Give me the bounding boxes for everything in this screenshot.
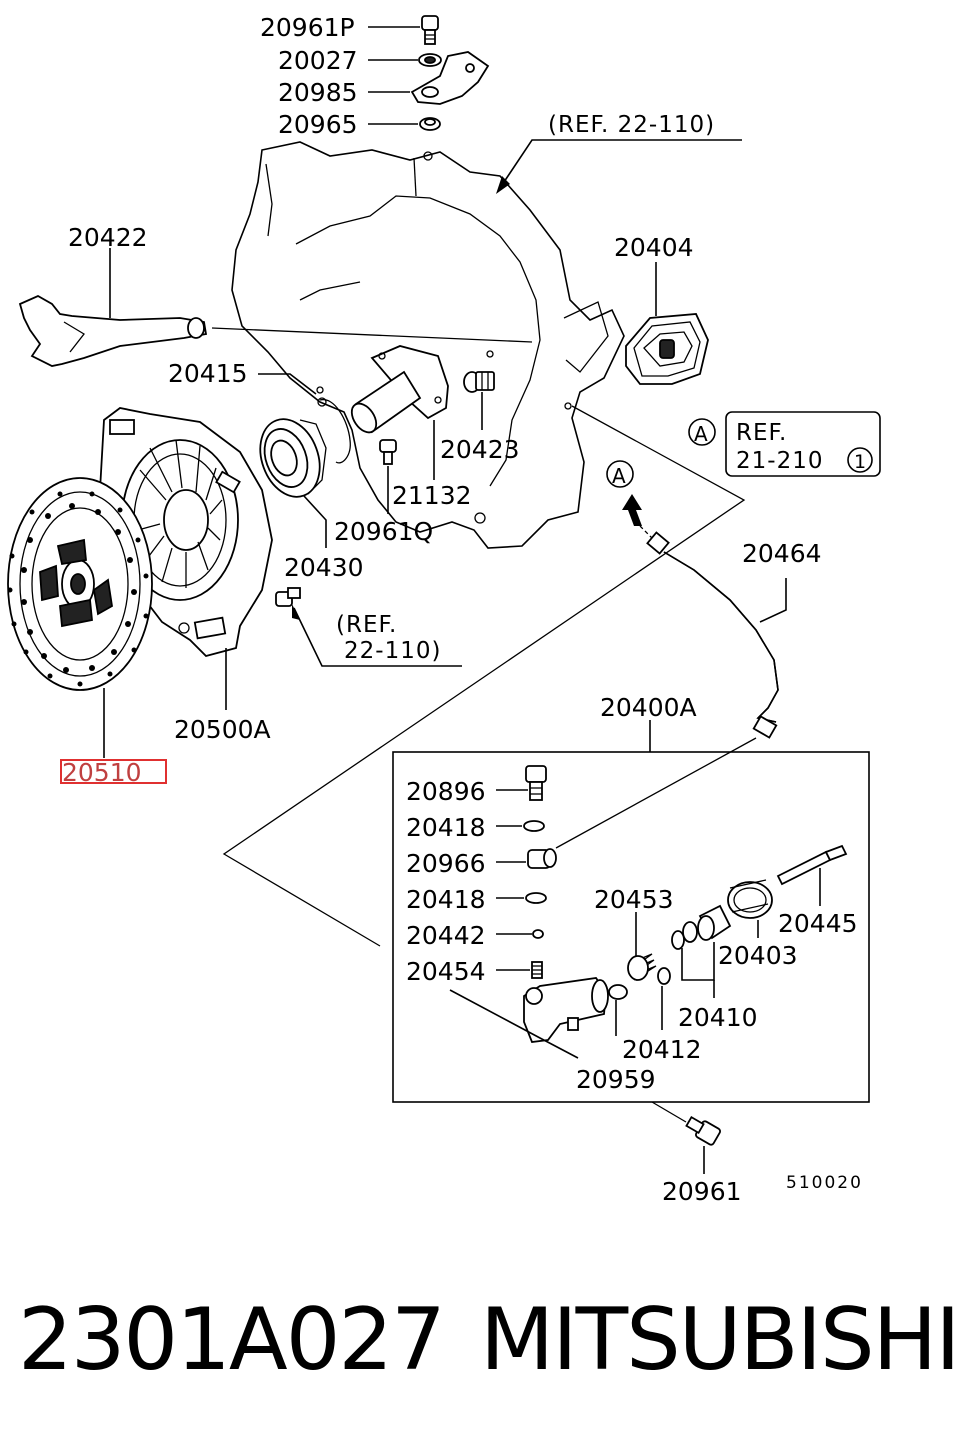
label-21132: 21132	[392, 481, 472, 510]
bolt-20961[interactable]	[685, 1115, 721, 1146]
label-20959: 20959	[576, 1065, 656, 1094]
ref-boxed: A REF. 21-210 1	[688, 411, 881, 477]
pushrod-20445[interactable]	[776, 844, 848, 886]
transmission-housing[interactable]	[231, 141, 625, 549]
label-20442: 20442	[406, 921, 486, 950]
label-20445: 20445	[778, 909, 858, 938]
pivot-pin[interactable]	[275, 587, 301, 607]
label-20410: 20410	[678, 1003, 758, 1032]
label-20961P: 20961P	[260, 13, 355, 42]
piston-20403[interactable]	[671, 904, 732, 950]
label-20418a: 20418	[406, 813, 486, 842]
clip-20415[interactable]	[317, 397, 351, 464]
washer-20418b[interactable]	[525, 892, 547, 904]
ref-mid-line1: (REF.	[336, 612, 397, 638]
exploded-parts-diagram: 20961P 20027 20985 20965 (REF. 22-110)	[7, 13, 881, 1206]
clutch-pipe-20464[interactable]	[646, 531, 779, 739]
label-20965: 20965	[278, 110, 358, 139]
label-20510[interactable]: 20510	[62, 758, 142, 787]
label-20027: 20027	[278, 46, 358, 75]
fitting-small[interactable]	[608, 984, 628, 1000]
ref-top: (REF. 22-110)	[548, 112, 715, 138]
ref-boxed-line2: 21-210	[736, 448, 823, 474]
label-20404: 20404	[614, 233, 694, 262]
union-20966[interactable]	[527, 848, 557, 869]
label-20423: 20423	[440, 435, 520, 464]
label-20418b: 20418	[406, 885, 486, 914]
label-20985: 20985	[278, 78, 358, 107]
release-fork-20422[interactable]	[18, 294, 208, 367]
label-20454: 20454	[406, 957, 486, 986]
svg-text:A: A	[612, 464, 626, 488]
seal-20965[interactable]	[419, 117, 441, 131]
bolt-20423[interactable]	[463, 350, 495, 393]
boot-20404[interactable]	[625, 313, 709, 385]
bolt-20896[interactable]	[525, 765, 547, 801]
ref-boxed-line1: REF.	[736, 420, 787, 446]
label-20430: 20430	[284, 553, 364, 582]
marker-a2: A	[606, 460, 655, 541]
label-20961: 20961	[662, 1177, 742, 1206]
washer-20027[interactable]	[418, 53, 442, 67]
bracket-20985[interactable]	[410, 51, 490, 105]
label-20415: 20415	[168, 359, 248, 388]
label-20403: 20403	[718, 941, 798, 970]
boot-20403[interactable]	[727, 879, 773, 919]
release-bearing-20430[interactable]	[250, 411, 330, 505]
clutch-disc-20510[interactable]	[7, 477, 153, 691]
bearing-guide-21132[interactable]	[347, 345, 449, 437]
cylinder-20959[interactable]	[523, 977, 609, 1043]
label-20422: 20422	[68, 223, 148, 252]
bolt-20961P[interactable]	[421, 15, 439, 45]
ref-boxed-circle: 1	[854, 451, 866, 473]
marker-a: A	[694, 422, 708, 446]
bolt-20961Q[interactable]	[379, 439, 397, 465]
label-20400A: 20400A	[600, 693, 697, 722]
part-number: 2301A027	[18, 1290, 446, 1390]
label-20500A: 20500A	[174, 715, 271, 744]
label-20453: 20453	[594, 885, 674, 914]
bleeder-20454[interactable]	[531, 961, 543, 979]
ref-mid-line2: 22-110)	[344, 638, 441, 664]
spring-20453[interactable]	[627, 953, 657, 981]
label-20961Q: 20961Q	[334, 517, 433, 546]
label-20966: 20966	[406, 849, 486, 878]
cup-20412[interactable]	[657, 967, 671, 985]
diagram-code: 510020	[786, 1173, 863, 1193]
cap-20442[interactable]	[532, 929, 544, 939]
washer-20418a[interactable]	[523, 820, 545, 832]
label-20896: 20896	[406, 777, 486, 806]
highlight-box	[60, 759, 167, 784]
label-20464: 20464	[742, 539, 822, 568]
label-20412: 20412	[622, 1035, 702, 1064]
brand-name: MITSUBISHI	[480, 1290, 960, 1390]
assembly-box-20400A[interactable]	[392, 751, 870, 1103]
